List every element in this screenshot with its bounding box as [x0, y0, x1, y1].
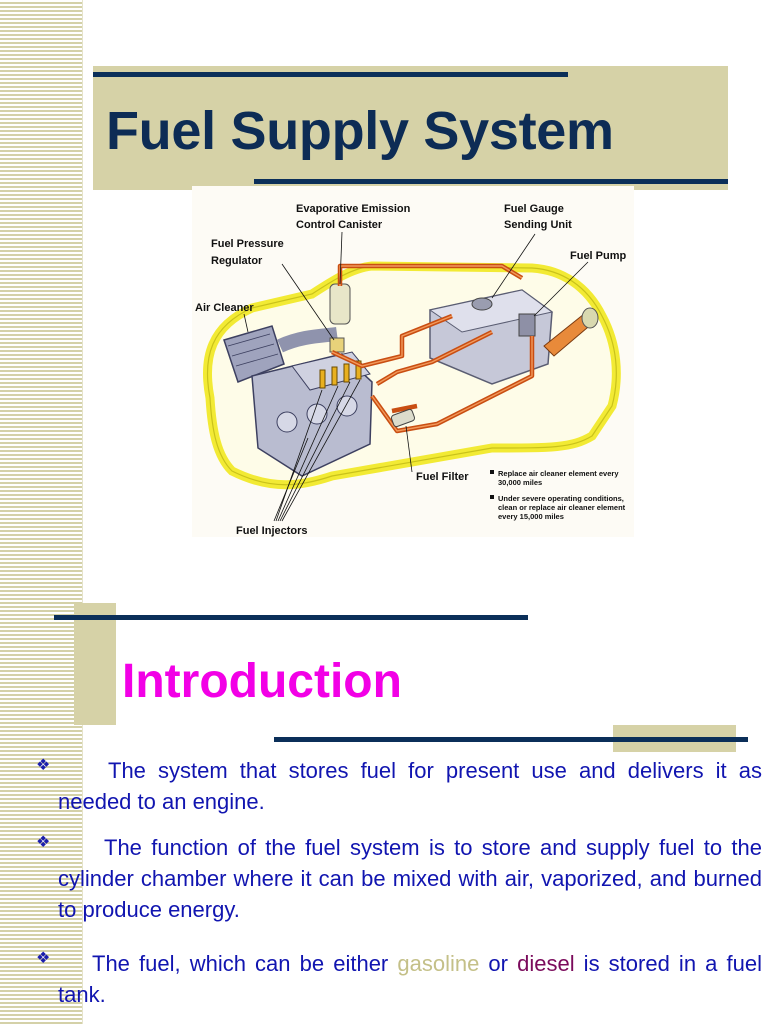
- bullet-1-text: The system that stores fuel for present …: [58, 758, 762, 814]
- intro-accent-block: [74, 603, 116, 725]
- diamond-bullet-icon: ❖: [36, 834, 51, 851]
- note-2-line-3: every 15,000 miles: [498, 512, 564, 521]
- label-gauge-1: Fuel Gauge: [504, 203, 564, 215]
- fuel-tank-top: [428, 289, 554, 333]
- bullet-item-2: ❖ The function of the fuel system is to …: [36, 832, 762, 925]
- pressure-regulator: [329, 337, 345, 353]
- intro-bottom-rule: [274, 737, 748, 742]
- intro-heading: Introduction: [122, 655, 402, 708]
- label-fuel-filter: Fuel Filter: [416, 471, 469, 483]
- title-bottom-rule: [254, 179, 728, 184]
- bullet-3-text-before: The fuel, which can be either: [92, 951, 398, 976]
- note-bullet: [490, 470, 494, 474]
- note-1-line-2: 30,000 miles: [498, 478, 542, 487]
- label-fuel-injectors: Fuel Injectors: [236, 525, 308, 537]
- label-regulator-1: Fuel Pressure: [211, 238, 284, 250]
- note-2-line-2: clean or replace air cleaner element: [498, 503, 626, 512]
- injector: [331, 366, 338, 386]
- evap-canister: [329, 283, 351, 325]
- label-air-cleaner: Air Cleaner: [195, 302, 254, 314]
- fuel-filter: [390, 408, 416, 428]
- left-stripe-band: [0, 0, 83, 1024]
- air-cleaner: [223, 325, 285, 383]
- note-1-line-1: Replace air cleaner element every: [498, 469, 619, 478]
- note-2-line-1: Under severe operating conditions,: [498, 494, 624, 503]
- label-regulator-2: Regulator: [211, 255, 263, 267]
- injector: [355, 360, 362, 380]
- bullet-3-text-after: is stored in a fuel tank.: [58, 951, 762, 1007]
- page-title: Fuel Supply System: [106, 101, 614, 161]
- bullet-item-3: ❖ The fuel, which can be either gasoline…: [36, 948, 762, 1010]
- title-top-rule: [93, 72, 568, 77]
- air-duct: [277, 327, 338, 353]
- bullet-2-text: The function of the fuel system is to st…: [58, 835, 762, 922]
- injector: [343, 363, 350, 383]
- bullet-3-text-middle: or: [479, 951, 518, 976]
- note-bullet: [490, 495, 494, 499]
- intro-top-rule: [54, 615, 528, 620]
- pump-unit: [518, 313, 536, 337]
- title-background: [93, 66, 728, 190]
- bullet-item-1: ❖ The system that stores fuel for presen…: [36, 755, 762, 817]
- diamond-bullet-icon: ❖: [36, 757, 51, 774]
- car-outline-edge: [206, 265, 617, 486]
- filler-cap: [581, 307, 599, 329]
- gasoline-term: gasoline: [397, 951, 480, 976]
- injector: [319, 369, 326, 389]
- label-evap-2: Control Canister: [296, 219, 383, 231]
- gauge-unit: [471, 297, 493, 311]
- diesel-term: diesel: [517, 951, 575, 976]
- diamond-bullet-icon: ❖: [36, 950, 51, 967]
- label-evap-1: Evaporative Emission: [296, 203, 411, 215]
- leader-lines: [243, 231, 589, 522]
- label-fuel-pump: Fuel Pump: [570, 250, 627, 262]
- diagram-svg: Evaporative Emission Control Canister Fu…: [195, 203, 627, 537]
- fuel-system-diagram: Evaporative Emission Control Canister Fu…: [192, 186, 634, 537]
- label-gauge-2: Sending Unit: [504, 219, 572, 231]
